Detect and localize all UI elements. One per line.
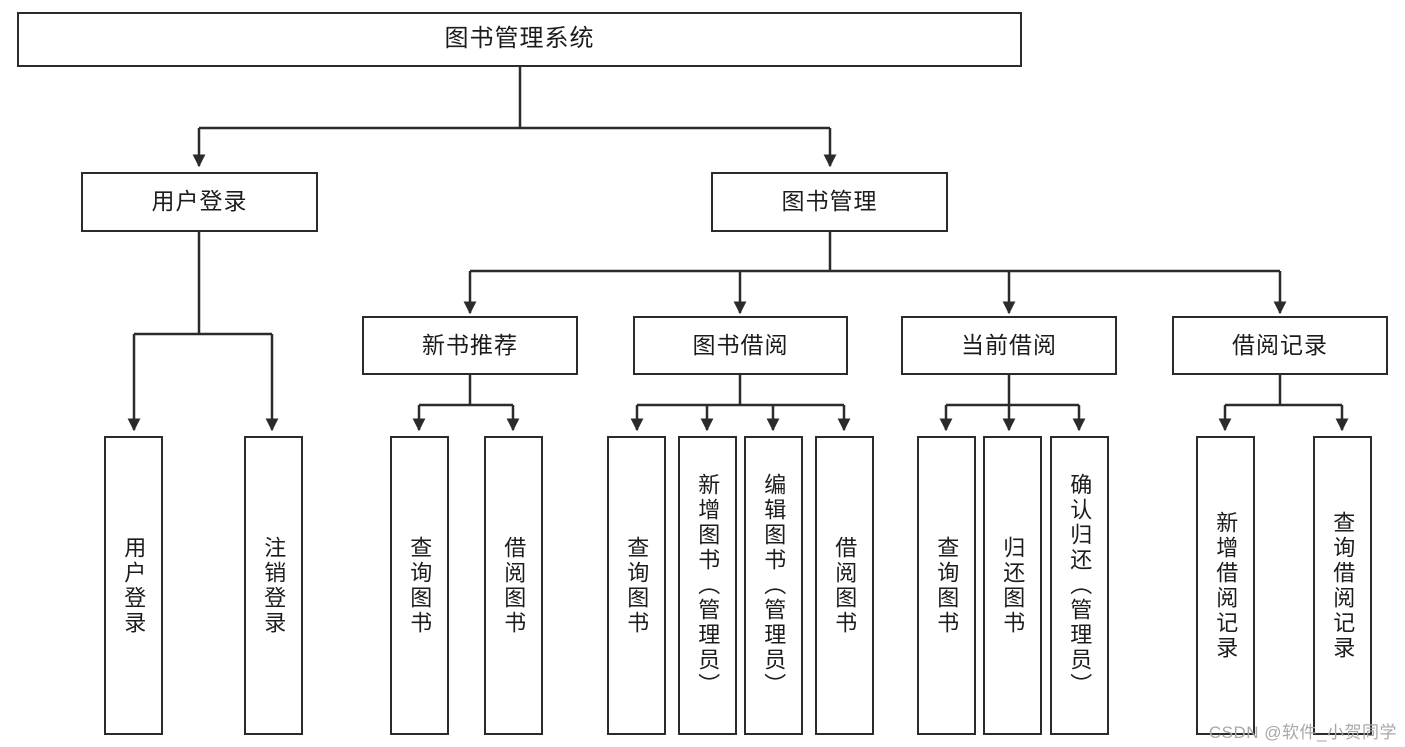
node-label: 借阅记录: [1232, 331, 1328, 358]
node-book-borrow[interactable]: 图书借阅: [633, 316, 848, 375]
node-label: 注销登录: [261, 535, 287, 636]
leaf-user-login-login[interactable]: 用户登录: [104, 436, 163, 735]
leaf-current-query-book[interactable]: 查询图书: [917, 436, 976, 735]
node-label: 图书管理系统: [444, 25, 595, 53]
leaf-new-book-borrow[interactable]: 借阅图书: [484, 436, 543, 735]
node-book-management[interactable]: 图书管理: [711, 172, 948, 232]
node-label: 查询图书: [934, 535, 960, 636]
node-label: 编辑图书（管理员）: [761, 473, 787, 698]
node-label: 借阅图书: [832, 535, 858, 636]
node-label: 用户登录: [151, 188, 248, 215]
csdn-watermark: CSDN @软件_小贺同学: [1208, 723, 1397, 742]
leaf-record-add-borrow-record[interactable]: 新增借阅记录: [1196, 436, 1255, 735]
node-label: 确认归还（管理员）: [1067, 473, 1093, 698]
node-label: 归还图书: [1000, 535, 1026, 636]
node-label: 查询借阅记录: [1330, 510, 1356, 661]
leaf-user-login-logout[interactable]: 注销登录: [244, 436, 303, 735]
node-borrow-record[interactable]: 借阅记录: [1172, 316, 1388, 375]
node-label: 用户登录: [121, 535, 147, 636]
leaf-borrow-borrow-book[interactable]: 借阅图书: [815, 436, 874, 735]
leaf-new-book-query[interactable]: 查询图书: [390, 436, 449, 735]
leaf-current-confirm-return-admin[interactable]: 确认归还（管理员）: [1050, 436, 1109, 735]
leaf-borrow-edit-book-admin[interactable]: 编辑图书（管理员）: [744, 436, 803, 735]
node-label: 当前借阅: [961, 331, 1057, 358]
node-user-login[interactable]: 用户登录: [81, 172, 318, 232]
node-label: 图书管理: [781, 188, 878, 215]
node-label: 新增借阅记录: [1213, 510, 1239, 661]
leaf-current-return-book[interactable]: 归还图书: [983, 436, 1042, 735]
leaf-borrow-add-book-admin[interactable]: 新增图书（管理员）: [678, 436, 737, 735]
node-new-book-recommend[interactable]: 新书推荐: [362, 316, 578, 375]
node-current-borrow[interactable]: 当前借阅: [901, 316, 1117, 375]
leaf-record-query-borrow-record[interactable]: 查询借阅记录: [1313, 436, 1372, 735]
node-label: 新增图书（管理员）: [695, 473, 721, 698]
node-label: 借阅图书: [501, 535, 527, 636]
leaf-borrow-query-book[interactable]: 查询图书: [607, 436, 666, 735]
node-label: 新书推荐: [422, 331, 518, 358]
node-label: 查询图书: [407, 535, 433, 636]
node-label: 图书借阅: [692, 331, 789, 358]
node-label: 查询图书: [624, 535, 650, 636]
node-root-library-system[interactable]: 图书管理系统: [17, 12, 1022, 67]
